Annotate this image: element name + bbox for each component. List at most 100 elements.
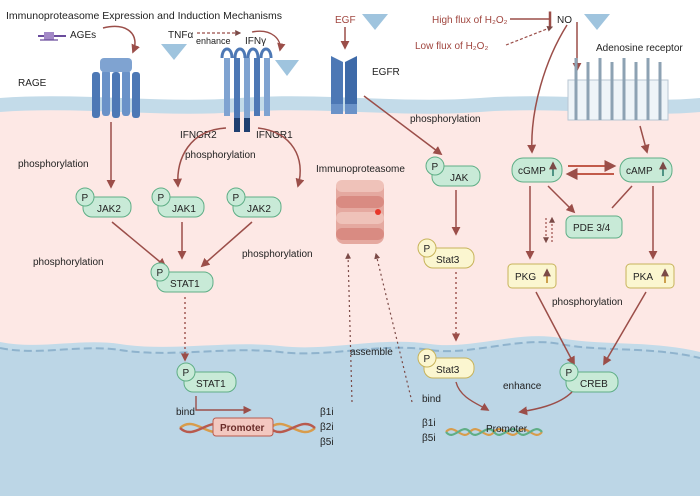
phos-mid-low-label: phosphorylation	[242, 249, 313, 260]
adenosine-ligand-icon	[584, 14, 610, 30]
ifng-arrow	[251, 30, 286, 52]
adenosine-receptor-label: Adenosine receptor	[596, 43, 683, 54]
jak2-mid-node: P JAK2	[226, 187, 282, 218]
stat3-nucleus-label: Stat3	[436, 365, 460, 376]
low-flux-label: Low flux of H₂O₂	[415, 41, 488, 52]
p-badge: P	[157, 268, 164, 279]
assemble-label: assemble	[350, 347, 393, 358]
subunit-left-3: β5i	[320, 437, 334, 448]
jak2-mid-to-stat1-arrow	[200, 221, 253, 268]
pka-label: PKA	[633, 272, 653, 283]
phos-egfr-label: phosphorylation	[410, 114, 481, 125]
cgmp-node: cGMP	[511, 157, 563, 183]
rage-label: RAGE	[18, 78, 47, 89]
pka-to-creb-arrow	[603, 291, 647, 366]
tnfa-ligand-icon	[161, 44, 187, 60]
bind-right-label: bind	[422, 394, 441, 405]
ifngr1-label: IFNGR1	[256, 130, 293, 141]
ifng-ligand-icon	[275, 60, 299, 76]
jak1-label: JAK1	[172, 204, 196, 215]
camp-label: cAMP	[626, 166, 653, 177]
immunoproteasome-label: Immunoproteasome	[316, 164, 405, 175]
phos-mid-top-label: phosphorylation	[185, 150, 256, 161]
promoter-right-label: Promoter	[486, 424, 528, 435]
p-badge: P	[432, 162, 439, 173]
pka-node: PKA	[625, 263, 675, 289]
diagram-title: Immunoproteasome Expression and Inductio…	[6, 10, 282, 22]
pde-label: PDE 3/4	[573, 223, 611, 234]
jak2-mid-label: JAK2	[247, 204, 271, 215]
jak-node: P JAK	[425, 156, 481, 187]
ages-label: AGEs	[70, 30, 96, 41]
ages-to-rage-arrow	[102, 25, 140, 54]
promoter-left-label: Promoter	[220, 423, 265, 434]
p-badge: P	[82, 193, 89, 204]
no-to-cgmp-arrow	[527, 24, 568, 154]
stat3-bind-arrow	[455, 381, 490, 411]
low-flux-arrow	[505, 25, 554, 46]
nucleus-area	[0, 342, 700, 496]
subunit-left-1: β1i	[320, 407, 334, 418]
stat1-nucleus-node: P STAT1	[176, 362, 237, 393]
rage-receptor-icon	[92, 58, 140, 118]
phos-left-label: phosphorylation	[18, 159, 89, 170]
stat1-bind-arrow	[195, 396, 252, 415]
ifngr2-label: IFNGR2	[180, 130, 217, 141]
immunoproteasome-icon	[336, 180, 384, 244]
p-badge: P	[158, 193, 165, 204]
pkg-to-creb-arrow	[535, 291, 575, 366]
high-flux-label: High flux of H₂O₂	[432, 15, 508, 26]
subunit-right-2: β5i	[422, 433, 436, 444]
creb-enhance-arrow	[518, 391, 573, 416]
jak2-left-to-stat1-arrow	[111, 221, 167, 268]
p-badge: P	[424, 354, 431, 365]
subunit-left-2: β2i	[320, 422, 334, 433]
p-badge: P	[566, 368, 573, 379]
cgmp-label: cGMP	[518, 166, 546, 177]
bind-left-label: bind	[176, 407, 195, 418]
egf-label: EGF	[335, 15, 356, 26]
creb-node: P CREB	[559, 362, 619, 393]
promoter-left-box: Promoter	[212, 417, 274, 437]
adenosine-receptor-icon	[567, 58, 669, 121]
cgmp-to-pde-arrow	[547, 185, 576, 214]
subunit-right-1: β1i	[422, 418, 436, 429]
no-label: NO	[557, 15, 572, 26]
ifngr-receptor-icon	[220, 47, 273, 132]
egfr-to-jak-arrow	[363, 95, 443, 156]
jak1-node: P JAK1	[151, 187, 205, 218]
jak2-left-node: P JAK2	[75, 187, 132, 218]
p-badge: P	[233, 193, 240, 204]
p-badge: P	[183, 368, 190, 379]
phos-right-label: phosphorylation	[552, 297, 623, 308]
ifngr1-to-jak2-arrow	[257, 127, 305, 188]
pkg-node: PKG	[507, 263, 557, 289]
enhance-label-top: enhance	[196, 36, 231, 46]
stat1-node: P STAT1	[150, 262, 214, 293]
stat3-node: P Stat3	[417, 238, 475, 269]
receptor-to-camp-arrow	[639, 125, 650, 154]
dna-right-icon	[445, 428, 543, 436]
ifngr2-to-jak1-arrow	[173, 127, 227, 188]
pkg-label: PKG	[515, 272, 536, 283]
stat3-label: Stat3	[436, 255, 460, 266]
stat3-nucleus-node: P Stat3	[417, 348, 475, 379]
camp-node: cAMP	[619, 157, 673, 183]
egfr-receptor-icon	[331, 56, 357, 114]
stat1-label: STAT1	[170, 279, 200, 290]
egfr-label: EGFR	[372, 67, 400, 78]
stat1-nucleus-label: STAT1	[196, 379, 226, 390]
p-badge: P	[424, 244, 431, 255]
subunits-right-assemble-arrow	[374, 252, 413, 403]
enhance-label: enhance	[503, 381, 542, 392]
nuclear-membrane	[0, 341, 700, 359]
jak2-left-label: JAK2	[97, 204, 121, 215]
ifng-label: IFNγ	[245, 36, 266, 47]
creb-label: CREB	[580, 379, 608, 390]
phos-left-low-label: phosphorylation	[33, 257, 104, 268]
ages-molecule	[38, 32, 66, 41]
egf-ligand-icon	[362, 14, 388, 30]
tnfa-label: TNFα	[168, 30, 193, 41]
